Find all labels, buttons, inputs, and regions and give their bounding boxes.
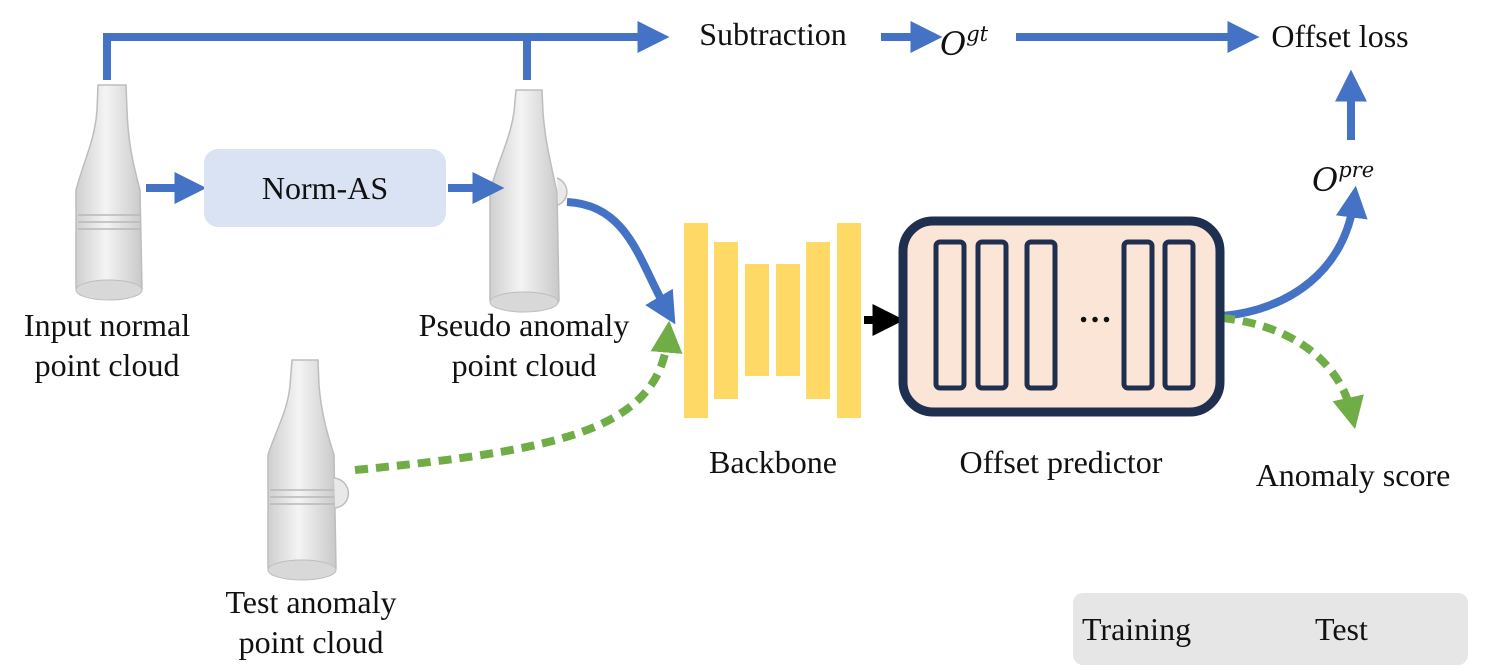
arrow-test-to-backbone (354, 320, 683, 474)
norm-as-label: Norm-AS (261, 169, 389, 206)
training-arrows (103, 21, 1368, 325)
offset-loss-label: Offset loss (1271, 18, 1409, 54)
input-normal-bottle-icon (75, 84, 143, 301)
o-pre-label: Opre (1312, 150, 1412, 200)
backbone-label: Backbone (709, 444, 837, 480)
pseudo-anomaly-line2: point cloud (451, 347, 597, 383)
predictor-ellipsis: … (1078, 293, 1112, 330)
anomaly-score-label: Anomaly score (1255, 457, 1451, 493)
legend: Training Test (1073, 593, 1468, 665)
arrow-predictor-to-score (1221, 314, 1364, 430)
input-normal-line1: Input normal (23, 307, 191, 343)
o-pre-sup: pre (1338, 158, 1375, 182)
o-gt-sup: gt (966, 22, 989, 46)
input-normal-line2: point cloud (34, 347, 180, 383)
subtraction-label: Subtraction (699, 16, 847, 52)
pseudo-anomaly-line1: Pseudo anomaly (418, 307, 630, 343)
test-anomaly-label: Test anomaly point cloud (200, 582, 422, 662)
o-gt-label: Ogt (940, 14, 1016, 64)
arrow-input-to-subtraction (103, 21, 670, 80)
test-arrows (354, 314, 1364, 474)
legend-test-label: Test (1315, 611, 1368, 647)
legend-training-label: Training (1082, 611, 1192, 647)
test-anomaly-bottle-icon (267, 359, 350, 581)
offset-predictor-label: Offset predictor (959, 444, 1163, 480)
input-normal-label: Input normal point cloud (0, 305, 214, 385)
backbone-block (684, 223, 861, 418)
test-anomaly-line1: Test anomaly (225, 584, 397, 620)
test-anomaly-line2: point cloud (238, 624, 384, 660)
arrow-predictor-to-opre (1221, 185, 1368, 320)
pseudo-anomaly-label: Pseudo anomaly point cloud (394, 305, 654, 385)
o-gt-base: O (940, 25, 967, 63)
arrow-pseudo-to-backbone (566, 198, 676, 325)
o-pre-base: O (1312, 161, 1339, 199)
pseudo-anomaly-bottle-icon (489, 89, 568, 313)
norm-as-box: Norm-AS (204, 149, 446, 227)
offset-predictor-block (898, 216, 1225, 417)
